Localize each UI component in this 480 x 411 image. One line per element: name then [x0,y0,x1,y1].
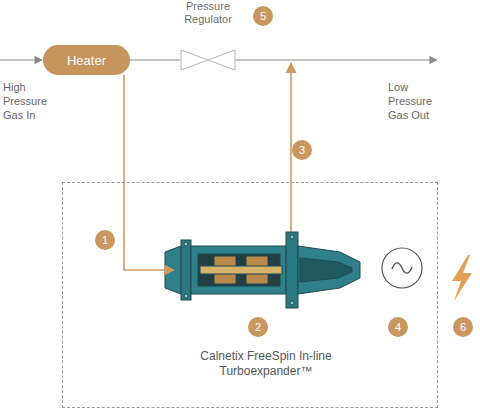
gas-feed-line [124,75,174,270]
inlet-flange [181,240,191,300]
node-text: Pressure Regulator [180,0,236,26]
inlet-label: High Pressure Gas In [3,80,57,122]
valve-symbol [180,49,236,71]
turboexpander-enclosure: Calnetix FreeSpin In-line Turboexpander™ [62,182,438,408]
callout-number: 4 [388,317,408,337]
pressure-regulator-valve: Pressure Regulator [180,0,236,71]
outlet-diffuser [298,246,360,294]
callout-number: 6 [453,317,473,337]
callout-number: 1 [95,230,115,250]
gas-outlet-pipe [234,59,437,60]
outlet-diffuser-inner [300,258,352,282]
ac-tilde-symbol [392,263,412,273]
callout-number: 3 [292,140,312,160]
callout-number: 2 [248,317,268,337]
flange-bolt [290,301,294,305]
gas-pipe [130,59,180,60]
rotor-shaft [200,266,282,274]
flange-bolt [184,294,188,298]
node-text: Calnetix FreeSpin In-line Turboexpander™ [186,349,346,379]
outlet-flange [286,232,298,308]
housing [191,246,286,294]
valve-outline [181,50,235,70]
outlet-label: Low Pressure Gas Out [388,80,448,122]
callout-number: 5 [253,6,273,26]
gas-inlet-pipe [0,59,42,60]
flange-bolt [184,242,188,246]
turboexpander-illustration [165,232,360,308]
flange-bolt [290,235,294,239]
generator-symbol [382,248,422,288]
heater-box: Heater [43,45,130,75]
node-text: Heater [67,53,106,68]
lightning-bolt-icon [452,255,472,301]
